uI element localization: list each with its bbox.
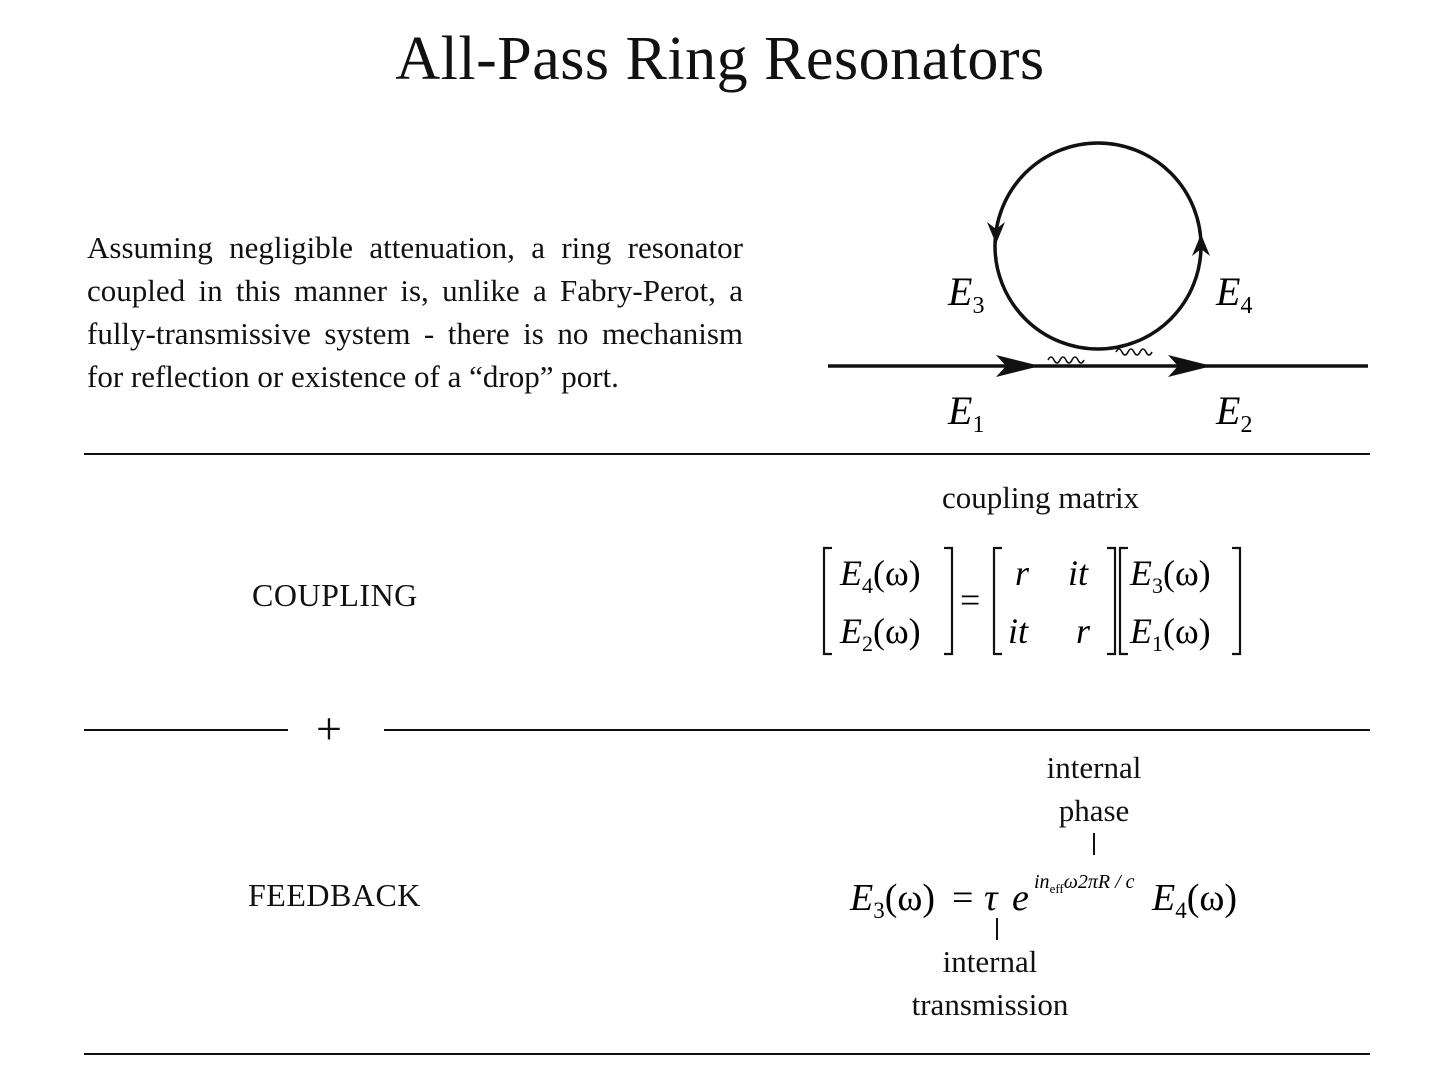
feedback-equals: = — [952, 877, 973, 919]
internal-transmission-label: internal transmission — [892, 940, 1088, 1026]
matrix-r11: r — [1015, 553, 1030, 593]
internal-transmission-line1: internal — [942, 944, 1038, 979]
description-paragraph: Assuming negligible attenuation, a ring … — [87, 230, 743, 394]
ring-resonator-diagram: E3 E4 E1 E2 — [828, 141, 1368, 438]
internal-phase-line2: phase — [1058, 793, 1130, 828]
exp-base: e — [1012, 877, 1029, 919]
internal-phase-label: internal phase — [1014, 746, 1174, 832]
coupling-equation: E4(ω) E2(ω) = r it it r E3(ω) E1(ω) — [822, 546, 1242, 656]
phase-pointer-line — [1093, 833, 1095, 855]
bus-arrow-left — [996, 355, 1040, 377]
page-title: All-Pass Ring Resonators — [395, 25, 1045, 93]
matrix-r22: r — [1076, 611, 1091, 651]
rhs-row-1: E3(ω) — [1129, 553, 1211, 598]
label-e1: E1 — [947, 388, 984, 438]
lhs-row-1: E4(ω) — [839, 553, 921, 598]
ring-arrow-left — [987, 222, 1005, 244]
feedback-rhs: E4(ω) — [1151, 877, 1237, 923]
feedback-lhs: E3(ω) — [849, 877, 935, 923]
ring — [993, 141, 1203, 351]
matrix-r12: it — [1068, 553, 1089, 593]
transmission-pointer-line — [996, 918, 998, 940]
coupling-wiggle-left — [1047, 356, 1085, 364]
coupling-wiggle-right — [1115, 348, 1153, 356]
label-e3: E3 — [947, 269, 984, 319]
divider-top — [84, 453, 1370, 455]
matrix-r21: it — [1008, 611, 1029, 651]
feedback-label: FEEDBACK — [248, 877, 421, 913]
tau-symbol: τ — [984, 877, 999, 919]
exponent: ineffω2πR / c — [1034, 871, 1135, 896]
ring-arrow-right — [1192, 234, 1210, 256]
internal-phase-line1: internal — [1046, 750, 1142, 785]
equals-sign: = — [960, 580, 980, 620]
divider-bottom — [84, 1053, 1370, 1055]
rhs-row-2: E1(ω) — [1129, 611, 1211, 656]
lhs-row-2: E2(ω) — [839, 611, 921, 656]
plus-symbol: + — [316, 703, 342, 754]
feedback-equation: E3(ω) = τ e ineffω2πR / c E4(ω) — [849, 871, 1237, 923]
internal-transmission-line2: transmission — [911, 987, 1069, 1022]
coupling-matrix-caption: coupling matrix — [942, 480, 1140, 515]
label-e2: E2 — [1215, 388, 1252, 438]
bus-arrow-right — [1168, 355, 1212, 377]
coupling-label: COUPLING — [252, 577, 418, 613]
divider-middle-left — [84, 729, 288, 731]
label-e4: E4 — [1215, 269, 1252, 319]
divider-middle-right — [384, 729, 1370, 731]
